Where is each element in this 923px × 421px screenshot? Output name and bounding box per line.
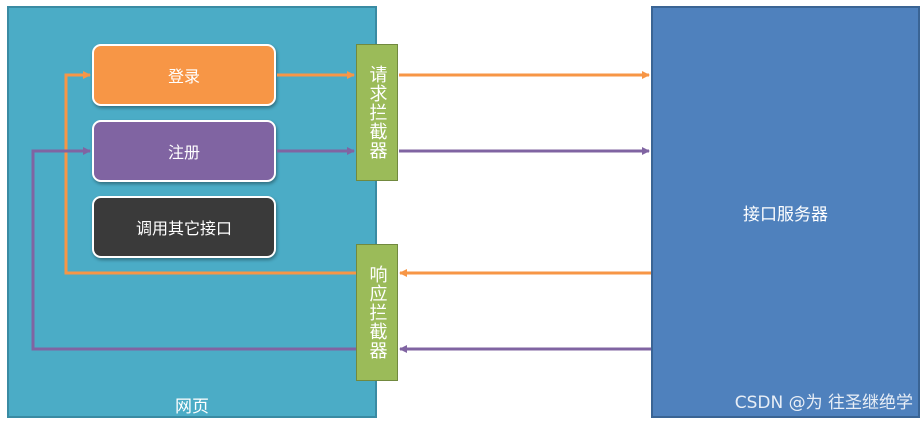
request-interceptor-box: 请求拦截器 (356, 44, 398, 181)
response-to-register-arrow (31, 147, 356, 351)
webpage-label: 网页 (175, 397, 209, 417)
other-api-label: 调用其它接口 (135, 219, 232, 238)
response-interceptor-label: 响应拦截器 (366, 265, 388, 360)
other-api-button[interactable]: 调用其它接口 (92, 196, 276, 258)
response-interceptor-box: 响应拦截器 (356, 244, 398, 381)
response-to-login-arrow (64, 71, 356, 275)
register-button[interactable]: 注册 (92, 120, 276, 182)
watermark: CSDN @为 往圣继绝学 (734, 393, 913, 413)
api-server-box: 接口服务器 (651, 6, 920, 418)
login-button[interactable]: 登录 (92, 44, 276, 106)
login-label: 登录 (167, 67, 200, 86)
request-interceptor-label: 请求拦截器 (366, 65, 388, 160)
api-server-label: 接口服务器 (743, 204, 828, 225)
register-label: 注册 (167, 143, 200, 162)
